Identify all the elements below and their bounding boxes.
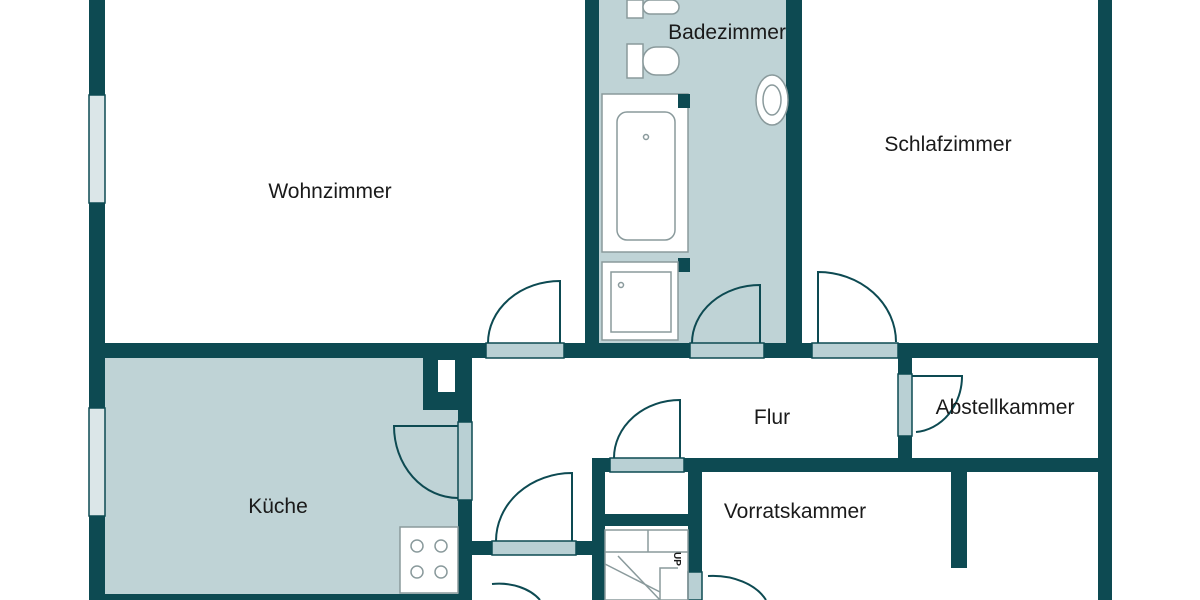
door-bottom-left bbox=[491, 582, 541, 600]
bath-stub-wall bbox=[678, 94, 690, 108]
toilet-icon bbox=[626, 0, 680, 19]
door-leaf bbox=[457, 421, 473, 501]
stairs-icon: UP bbox=[604, 529, 689, 600]
door-swing bbox=[487, 279, 561, 344]
room-label-abstellkammer: Abstellkammer bbox=[936, 396, 1075, 419]
stairs-up-marker: UP bbox=[671, 552, 682, 566]
wall-bath-left bbox=[585, 0, 599, 358]
stove-burner bbox=[410, 539, 424, 553]
bathtub-drain bbox=[642, 133, 650, 141]
shower-drain bbox=[617, 281, 625, 289]
wall-core-right bbox=[688, 458, 702, 600]
room-label-badezimmer: Badezimmer bbox=[668, 21, 786, 44]
wall-bath-right bbox=[786, 0, 802, 358]
door-schlafzimmer bbox=[811, 270, 899, 359]
room-label-wohnzimmer: Wohnzimmer bbox=[268, 180, 391, 203]
stairs-tread bbox=[617, 555, 661, 600]
bidet-bowl bbox=[642, 46, 680, 76]
door-swing bbox=[707, 574, 767, 600]
wall-flur-bottom bbox=[595, 458, 1112, 472]
washbasin-icon bbox=[755, 74, 789, 126]
door-leaf bbox=[811, 342, 899, 359]
window-wohnzimmer bbox=[88, 94, 106, 204]
door-swing bbox=[912, 375, 964, 433]
bath-stub-wall-2 bbox=[678, 258, 690, 272]
door-wohnzimmer bbox=[485, 279, 565, 359]
toilet-bowl bbox=[642, 0, 680, 15]
stairs-direction-arrow bbox=[659, 567, 678, 600]
shower-icon bbox=[601, 261, 679, 341]
stairs-outline bbox=[604, 529, 689, 600]
wall-main-horizontal bbox=[89, 343, 1112, 358]
door-leaf bbox=[485, 342, 565, 359]
room-label-vorratskammer: Vorratskammer bbox=[724, 500, 866, 523]
door-swing bbox=[495, 471, 573, 542]
door-lower-hall bbox=[491, 471, 577, 556]
window-kueche bbox=[88, 407, 106, 517]
wall-outer-right bbox=[1098, 0, 1112, 600]
stove-icon bbox=[399, 526, 459, 594]
door-leaf bbox=[609, 457, 685, 473]
door-swing bbox=[392, 425, 459, 499]
toilet-tank bbox=[626, 0, 644, 19]
door-swing bbox=[817, 270, 897, 343]
door-leaf bbox=[491, 540, 577, 556]
door-vorratskammer bbox=[609, 398, 685, 473]
door-swing bbox=[691, 283, 761, 344]
door-badezimmer bbox=[689, 283, 765, 359]
bidet-tank bbox=[626, 43, 644, 79]
niche-shaft bbox=[438, 360, 455, 392]
door-leaf bbox=[687, 571, 703, 600]
door-abstellkammer bbox=[897, 373, 964, 437]
door-kueche bbox=[392, 421, 473, 501]
wall-core-mid bbox=[592, 514, 702, 526]
room-label-flur: Flur bbox=[754, 406, 790, 429]
shower-inner bbox=[610, 271, 672, 333]
door-leaf bbox=[689, 342, 765, 359]
wall-core-left bbox=[592, 458, 605, 600]
bathtub-inner bbox=[616, 111, 676, 241]
bathtub-icon bbox=[601, 93, 689, 253]
room-label-schlafzimmer: Schlafzimmer bbox=[884, 133, 1011, 156]
room-label-kueche: Küche bbox=[248, 495, 308, 518]
bidet-icon bbox=[626, 43, 680, 79]
stove-burner bbox=[410, 565, 424, 579]
washbasin-inner bbox=[762, 84, 782, 116]
stairs-tread bbox=[604, 563, 661, 593]
wall-bottom-left bbox=[89, 594, 460, 600]
door-swing bbox=[613, 398, 681, 459]
door-bottom-right bbox=[687, 571, 767, 600]
stove-top bbox=[399, 526, 459, 594]
stove-burner bbox=[434, 539, 448, 553]
wall-vorrat-divider bbox=[951, 472, 967, 568]
door-leaf bbox=[897, 373, 913, 437]
stove-burner bbox=[434, 565, 448, 579]
door-swing bbox=[491, 582, 541, 600]
